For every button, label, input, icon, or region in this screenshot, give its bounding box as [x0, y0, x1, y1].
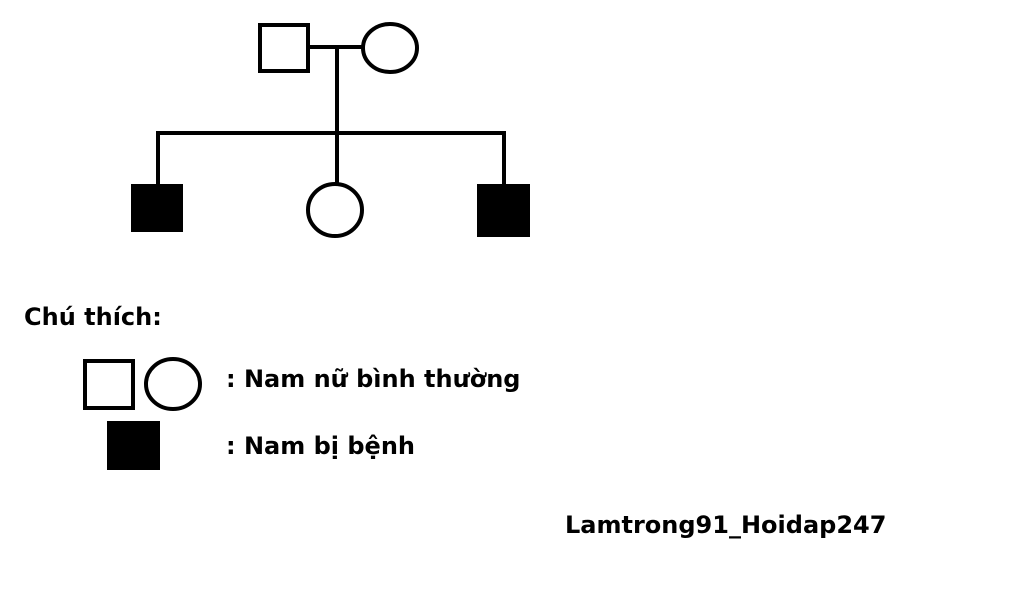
- legend-normal-label: : Nam nữ bình thường: [226, 365, 521, 393]
- son-2-affected-male: [477, 184, 530, 237]
- mother-normal-female: [361, 22, 419, 74]
- legend-normal-female-symbol: [144, 357, 202, 411]
- credit-text: Lamtrong91_Hoidap247: [565, 511, 887, 539]
- son-1-affected-male: [131, 184, 183, 232]
- father-normal-male: [258, 23, 310, 73]
- daughter-normal-female: [306, 182, 364, 238]
- legend-affected-label: : Nam bị bệnh: [226, 432, 415, 460]
- legend-title: Chú thích:: [24, 303, 162, 331]
- legend-normal-male-symbol: [83, 359, 135, 410]
- legend-affected-male-symbol: [107, 421, 160, 470]
